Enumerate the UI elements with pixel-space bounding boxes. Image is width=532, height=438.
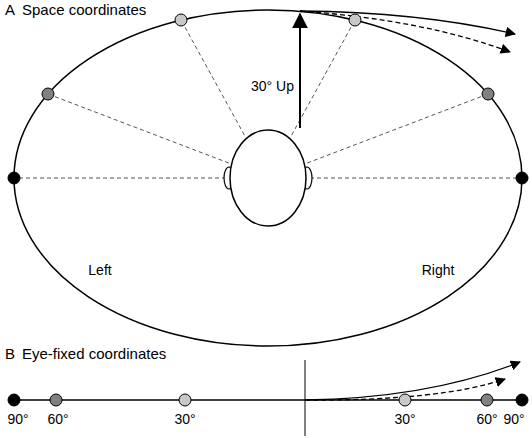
panel-title: Space coordinates [22,2,146,18]
up-arrow [299,14,301,128]
angle-label: 30° Up [251,78,294,94]
head [230,130,306,226]
angle-label: 60° [476,411,497,427]
side-label: Left [88,262,111,278]
angle-label: 30° [394,411,415,427]
angle-label: 30° [174,411,195,427]
panel-letter: B [5,346,15,362]
horizontal-axis [14,399,522,401]
side-label: Right [422,262,455,278]
space-ellipse [14,10,522,346]
panel-title: Eye-fixed coordinates [22,346,166,362]
trajectory-dashed [300,11,510,52]
trajectory-solid [300,11,515,34]
panel-letter: A [5,2,15,18]
angle-label: 90° [503,411,524,427]
vertical-axis [305,360,306,436]
angle-label: 90° [7,411,28,427]
target-dots [8,14,528,184]
target-dots [8,394,528,406]
angle-label: 60° [47,411,68,427]
